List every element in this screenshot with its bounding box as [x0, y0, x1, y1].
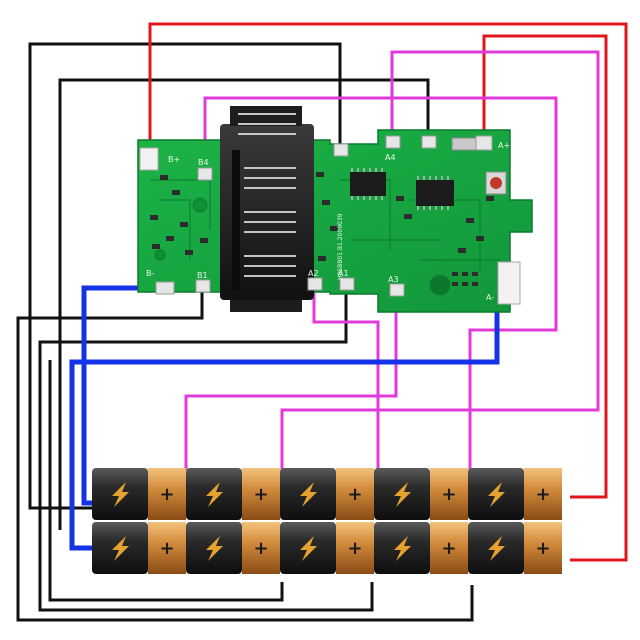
- battery-cell: +: [92, 468, 186, 520]
- magenta-wire-a2: [312, 284, 380, 500]
- pad-b-minus: [155, 281, 175, 295]
- pad-a3: [389, 283, 405, 297]
- battery-cell: +: [374, 468, 468, 520]
- plus-terminal-icon: +: [441, 484, 456, 505]
- battery-cell: +: [186, 468, 280, 520]
- balance-connector: [497, 261, 521, 305]
- label-a3: A3: [388, 275, 399, 284]
- ic-chip-right: [416, 180, 454, 206]
- lightning-bolt-icon: [112, 536, 129, 561]
- red-wire-b-plus: [148, 22, 628, 562]
- blue-wire-a-minus: [69, 312, 500, 551]
- plus-terminal-icon: +: [159, 484, 174, 505]
- plus-terminal-icon: +: [535, 538, 550, 559]
- label-a1: A1: [338, 269, 349, 278]
- plus-terminal-icon: +: [347, 484, 362, 505]
- pad-a4: [385, 135, 401, 149]
- red-wire-a-plus: [482, 34, 608, 499]
- lightning-bolt-icon: [394, 536, 411, 561]
- pad-a-plus-left: [333, 143, 349, 157]
- label-a4: A4: [385, 153, 396, 162]
- magenta-wire-a3: [184, 290, 398, 470]
- black-wire-mid: [48, 360, 284, 602]
- red-wires: [148, 22, 628, 562]
- blue-wire-b-minus: [81, 285, 165, 506]
- black-wires: [16, 42, 474, 622]
- label-b-minus: B-: [146, 269, 154, 278]
- battery-cell: +: [280, 468, 374, 520]
- lightning-bolt-icon: [300, 482, 317, 507]
- silkscreen-code: H8SBB01 B1.2009039: [337, 213, 344, 280]
- black-wire-upper: [58, 78, 430, 530]
- pad-b1: [195, 279, 211, 293]
- battery-cell: +: [468, 468, 562, 520]
- lightning-bolt-icon: [488, 482, 505, 507]
- pad-a-minus-top: [421, 135, 437, 149]
- battery-cell: +: [468, 522, 562, 574]
- plus-terminal-icon: +: [535, 484, 550, 505]
- pad-b4: [197, 167, 213, 181]
- magenta-wire-a4: [280, 50, 600, 470]
- plus-terminal-icon: +: [347, 538, 362, 559]
- lightning-bolt-icon: [206, 536, 223, 561]
- lightning-bolt-icon: [206, 482, 223, 507]
- battery-cell: +: [374, 522, 468, 574]
- battery-cells: + + + + + + + + + +: [92, 468, 562, 574]
- top-left-connector: [139, 147, 159, 171]
- lightning-bolt-icon: [488, 536, 505, 561]
- battery-cell: +: [92, 522, 186, 574]
- pad-a-plus: [475, 135, 493, 151]
- black-wire-a1: [38, 284, 374, 612]
- plus-terminal-icon: +: [441, 538, 456, 559]
- magenta-wire-b4: [203, 96, 558, 500]
- magenta-wires: [184, 50, 600, 500]
- plus-terminal-icon: +: [159, 538, 174, 559]
- smd-components: [150, 172, 494, 286]
- ic-chip-left: [350, 172, 386, 196]
- label-b1: B1: [197, 271, 208, 280]
- lightning-bolt-icon: [112, 482, 129, 507]
- solder-pads: [155, 135, 493, 297]
- battery-cell: +: [280, 522, 374, 574]
- bms-circuit-board: B+ B- B1 B4 A4 A+ A2 A1 A3 A- H8SBB01 B1…: [137, 106, 533, 313]
- label-a2: A2: [308, 269, 319, 278]
- pad-a1: [339, 277, 355, 291]
- label-a-plus: A+: [498, 141, 510, 150]
- ic-chips: [350, 168, 454, 210]
- label-b-plus: B+: [168, 155, 180, 164]
- label-a-minus: A-: [486, 293, 494, 302]
- lightning-bolt-icon: [300, 536, 317, 561]
- lightning-bolt-icon: [394, 482, 411, 507]
- black-wire-b1: [16, 288, 474, 622]
- pad-a2: [307, 277, 323, 291]
- reset-button-icon: [485, 171, 507, 195]
- label-b4: B4: [198, 158, 209, 167]
- blue-wires: [69, 285, 500, 551]
- battery-cell: +: [186, 522, 280, 574]
- plus-terminal-icon: +: [253, 538, 268, 559]
- terminal-block: [220, 106, 314, 312]
- plus-terminal-icon: +: [253, 484, 268, 505]
